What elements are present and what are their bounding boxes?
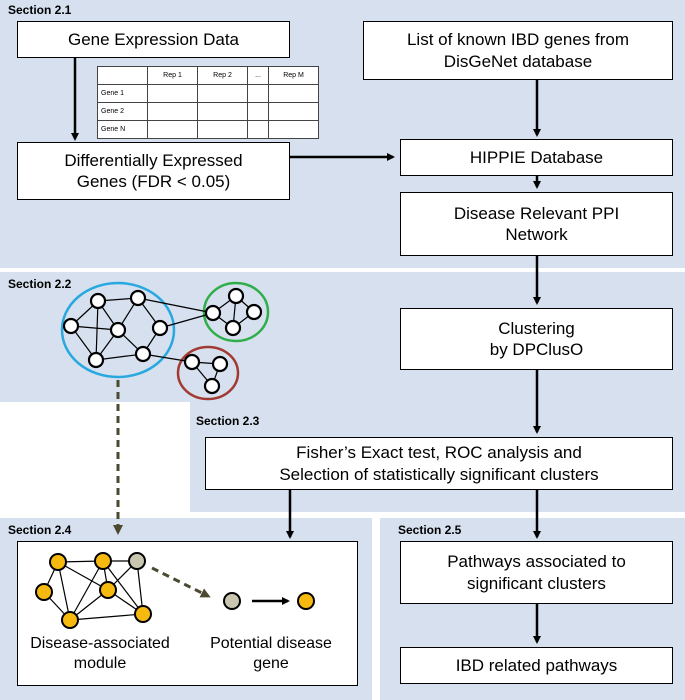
deg-box: Differentially Expressed Genes (FDR < 0.… (17, 142, 290, 200)
module-caption: Disease-associated module (30, 635, 170, 672)
network-node (151, 319, 169, 337)
candidate-gene-node (223, 592, 241, 610)
network-node (89, 292, 107, 310)
table-row: Gene N (97, 120, 319, 139)
module-node (49, 553, 67, 571)
section-2-1-label: Section 2.1 (8, 3, 72, 17)
network-node (183, 353, 201, 371)
module-node (94, 552, 112, 570)
section-2-2-label: Section 2.2 (8, 277, 72, 291)
network-node (204, 304, 222, 322)
network-node (203, 377, 221, 395)
network-node (134, 345, 152, 363)
fisher-test-box: Fisher’s Exact test, ROC analysis and Se… (205, 437, 673, 490)
hippie-box: HIPPIE Database (400, 139, 673, 176)
dashed-arrow-module-to-gene (151, 566, 211, 598)
module-node (61, 611, 79, 629)
network-node (224, 319, 242, 337)
section-2-3-label: Section 2.3 (196, 414, 260, 428)
section-2-5-label: Section 2.5 (398, 523, 462, 537)
cluster-red-outline (176, 345, 240, 401)
network-node (62, 317, 80, 335)
ppi-network-box: Disease Relevant PPI Network (400, 192, 673, 256)
network-node (129, 289, 147, 307)
module-node (99, 581, 117, 599)
ibd-pathways-box: IBD related pathways (400, 647, 673, 684)
network-node (227, 287, 245, 305)
cluster-blue-outline (60, 281, 176, 379)
ppi-network-graphic (60, 281, 270, 401)
module-node (134, 605, 152, 623)
expression-table: Rep 1 Rep 2 ... Rep M Gene 1 Gene 2 Gene… (97, 66, 319, 139)
clustering-box: Clustering by DPClusO (400, 308, 673, 370)
cluster-green-outline (202, 281, 270, 343)
section-2-4-label: Section 2.4 (8, 523, 72, 537)
network-node (109, 321, 127, 339)
network-node (87, 351, 105, 369)
network-node (245, 303, 263, 321)
pathways-box: Pathways associated to significant clust… (400, 541, 673, 604)
gene-expression-box: Gene Expression Data (17, 21, 290, 58)
ibd-list-box: List of known IBD genes from DisGeNet da… (363, 21, 673, 80)
module-node (35, 583, 53, 601)
potential-gene-caption: Potential disease gene (210, 635, 332, 672)
module-node-candidate (128, 552, 146, 570)
network-node (211, 355, 229, 373)
disease-gene-node (297, 592, 315, 610)
